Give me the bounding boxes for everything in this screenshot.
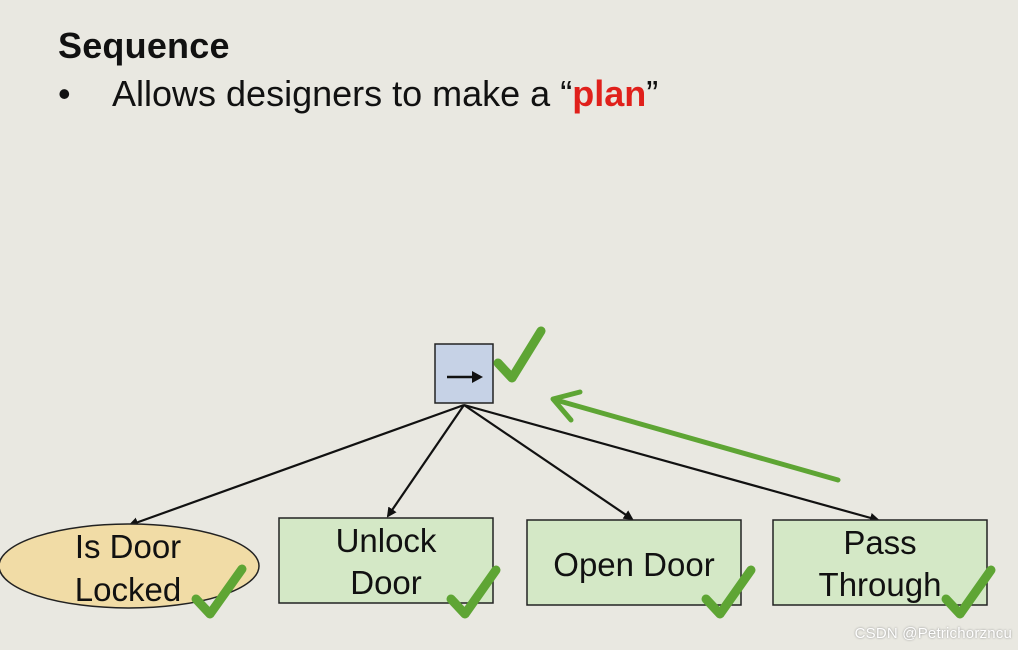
edge-to-unlock-door [386, 404, 465, 518]
check-icon [191, 564, 247, 619]
check-icon [446, 565, 501, 619]
node-label-line2: Locked [75, 571, 181, 608]
bullet-text: Allows designers to make a “ [112, 73, 573, 114]
node-label-line2: Door [350, 564, 422, 601]
check-icon [493, 326, 546, 383]
arrow-right-icon [447, 371, 483, 383]
bullet-item: • Allows designers to make a “plan” [58, 73, 658, 115]
node-label-line1: Is Door [75, 528, 181, 565]
node-pass-through: Pass Through [772, 519, 988, 606]
node-unlock-door: Unlock Door [278, 517, 494, 604]
edge-to-open-door [463, 404, 634, 521]
check-icon [701, 565, 756, 619]
node-label-line1: Unlock [336, 522, 437, 559]
edge-to-is-door-locked [128, 403, 465, 528]
node-label-line1: Pass [843, 524, 916, 561]
bullet-highlight: plan [572, 73, 647, 114]
edge-to-pass-through [463, 403, 880, 523]
node-label-line2: Through [819, 566, 942, 603]
sequence-node [434, 343, 494, 404]
return-arrow-icon [550, 389, 841, 483]
bullet-marker: • [58, 73, 71, 114]
tree-edges [128, 403, 880, 528]
node-label-line1: Open Door [553, 546, 714, 583]
node-is-door-locked: Is Door Locked [0, 523, 260, 609]
credit-watermark: CSDN @Petrichorzncu [854, 625, 1012, 642]
slide-title: Sequence [58, 25, 230, 66]
node-open-door: Open Door [526, 519, 742, 606]
check-icon [941, 565, 996, 619]
bullet-text-end: ” [646, 73, 659, 114]
